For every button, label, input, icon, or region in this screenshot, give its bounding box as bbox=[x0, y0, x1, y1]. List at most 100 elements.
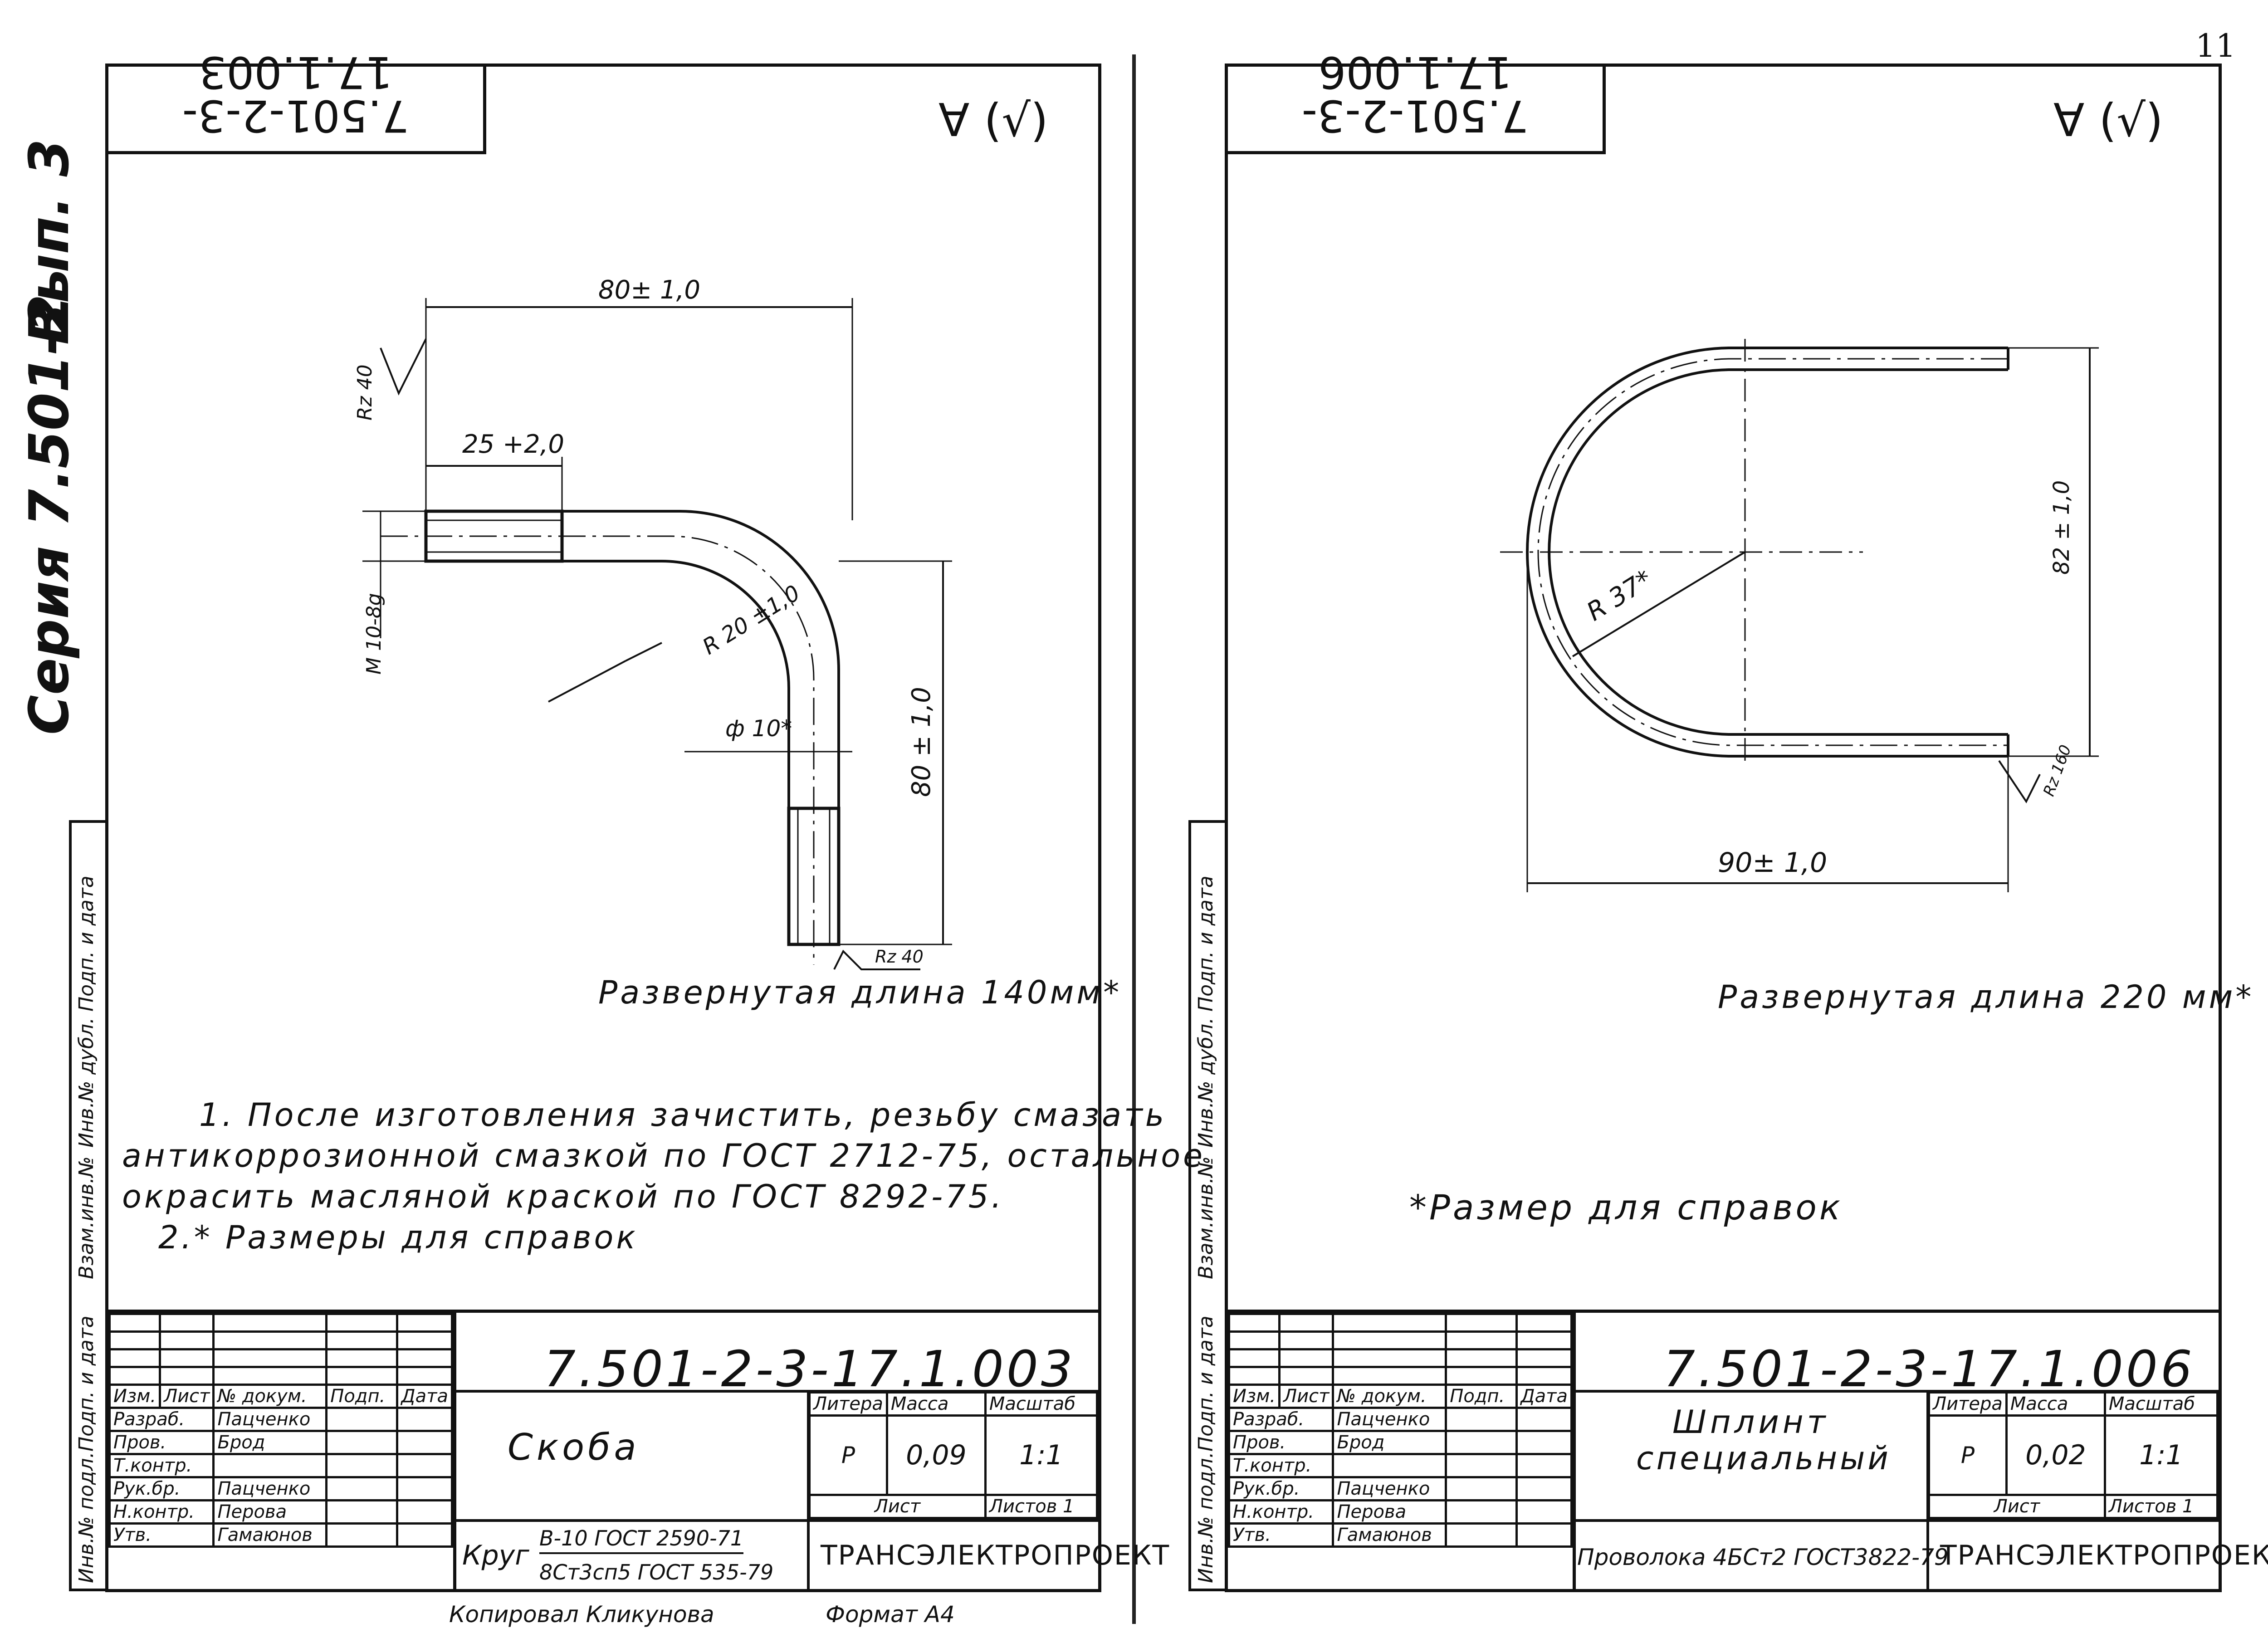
left-strip-label-2: Взам.инв.№ bbox=[75, 1156, 98, 1279]
left-tb-divider bbox=[453, 1313, 456, 1592]
page-mark: 11 bbox=[2195, 27, 2236, 64]
left-footer-format: Формат А4 bbox=[826, 1601, 955, 1628]
right-mass: 0,02 bbox=[2005, 1414, 2106, 1496]
left-material-bottom: 8Ст3сп5 ГОСТ 535-79 bbox=[539, 1560, 774, 1584]
right-title-block: Изм. Лист № докум. Подп. Дата Разраб.Пац… bbox=[1227, 1310, 2268, 1592]
left-footer-copied: Копировал Кликунова bbox=[449, 1601, 714, 1628]
left-dim-rz-bottom: Rz 40 bbox=[875, 947, 924, 967]
right-role-2: Т.контр. bbox=[1227, 1453, 1334, 1478]
right-person-5: Гамаюнов bbox=[1332, 1522, 1447, 1548]
left-person-0: Пацченко bbox=[212, 1407, 328, 1432]
left-hdr-date: Дата bbox=[396, 1384, 453, 1409]
left-margin-strip bbox=[69, 820, 108, 1591]
right-litera-label: Литера bbox=[1928, 1391, 2008, 1417]
left-roughness: ∀ (√) bbox=[938, 94, 1048, 147]
right-strip-label-3: Подп. и дата bbox=[1194, 1315, 1217, 1452]
issue-title: Вып. 3 bbox=[18, 139, 81, 345]
right-litera: Р bbox=[1928, 1414, 2008, 1496]
left-developed-length: Развернутая длина 140мм* bbox=[598, 974, 1122, 1011]
left-doc-number: 7.501-2-3-17.1.003 bbox=[544, 1340, 1075, 1398]
right-tb-hline2 bbox=[1573, 1519, 2219, 1522]
right-hdr-list: Лист bbox=[1278, 1384, 1334, 1409]
right-role-0: Разраб. bbox=[1227, 1407, 1334, 1432]
right-part-name-2: специальный bbox=[1636, 1440, 1891, 1477]
left-note-4: 2.* Размеры для справок bbox=[158, 1219, 638, 1256]
right-scale: 1:1 bbox=[2103, 1414, 2219, 1496]
left-person-1: Брод bbox=[212, 1430, 328, 1455]
left-note-1: 1. После изготовления зачистить, резьбу … bbox=[199, 1096, 1167, 1134]
right-role-5: Утв. bbox=[1227, 1522, 1334, 1548]
right-mass-table: Литера Масса Масштаб Р 0,02 1:1 Лист Лис… bbox=[1928, 1391, 2219, 1519]
left-sheets-label: Листов 1 bbox=[984, 1494, 1099, 1519]
right-person-2 bbox=[1332, 1453, 1447, 1478]
left-dim-length-side: 80 ± 1,0 bbox=[907, 687, 936, 797]
left-tb-hline2 bbox=[453, 1519, 1098, 1522]
right-tb-vline bbox=[1926, 1390, 1929, 1592]
left-strip-label-3: Подп. и дата bbox=[75, 1315, 98, 1452]
left-dim-thread-length: 25 +2,0 bbox=[462, 430, 565, 459]
left-note-3: окрасить масляной краской по ГОСТ 8292-7… bbox=[122, 1178, 1004, 1215]
right-strip-label-4: Инв.№ подл. bbox=[1194, 1452, 1217, 1583]
right-part-name-1: Шплинт bbox=[1672, 1403, 1829, 1441]
series-title: Серия 7.501-2 bbox=[18, 294, 81, 735]
left-tb-vline bbox=[807, 1390, 810, 1592]
left-litera-label: Литера bbox=[808, 1391, 888, 1417]
left-dim-thread: М 10-8g bbox=[362, 593, 386, 675]
right-hdr-izm: Изм. bbox=[1227, 1384, 1281, 1409]
left-sheet: 7.501-2-3-17.1.003 ∀ (√) bbox=[105, 47, 1202, 1592]
right-person-0: Пацченко bbox=[1332, 1407, 1447, 1432]
left-strip-label-4: Инв.№ подл. bbox=[75, 1452, 98, 1583]
left-mass: 0,09 bbox=[885, 1414, 987, 1496]
left-role-5: Утв. bbox=[108, 1522, 215, 1548]
right-mass-label: Масса bbox=[2005, 1391, 2106, 1417]
left-dim-length-top: 80± 1,0 bbox=[598, 275, 701, 305]
left-person-5: Гамаюнов bbox=[212, 1522, 328, 1548]
left-role-2: Т.контр. bbox=[108, 1453, 215, 1478]
right-developed-length: Развернутая длина 220 мм* bbox=[1718, 978, 2254, 1016]
right-tb-divider bbox=[1573, 1313, 1576, 1592]
left-strip-label-1: Инв.№ дубл. bbox=[75, 1017, 98, 1148]
left-hdr-list: Лист bbox=[159, 1384, 215, 1409]
right-sheet: 7.501-2-3-17.1.006 ∀ (√) 82 ± 1,0 bbox=[1225, 47, 2268, 1592]
left-role-1: Пров. bbox=[108, 1430, 215, 1455]
left-person-2 bbox=[212, 1453, 328, 1478]
right-dim-width: 90± 1,0 bbox=[1718, 847, 1828, 879]
left-role-4: Н.контр. bbox=[108, 1499, 215, 1525]
right-strip-label-2: Взам.инв.№ bbox=[1194, 1156, 1217, 1279]
right-scale-label: Масштаб bbox=[2103, 1391, 2219, 1417]
right-doc-number: 7.501-2-3-17.1.006 bbox=[1663, 1340, 2195, 1398]
left-litera: Р bbox=[808, 1414, 888, 1496]
left-material-top: В-10 ГОСТ 2590-71 bbox=[539, 1526, 744, 1554]
left-note-2: антикоррозионной смазкой по ГОСТ 2712-75… bbox=[122, 1137, 1206, 1174]
right-hdr-doc: № докум. bbox=[1332, 1384, 1447, 1409]
right-tb-hline bbox=[1573, 1390, 2219, 1393]
left-hdr-izm: Изм. bbox=[108, 1384, 161, 1409]
right-hdr-sign: Подп. bbox=[1445, 1384, 1518, 1409]
right-material: Проволока 4БСт2 ГОСТ3822-79 bbox=[1577, 1544, 1949, 1570]
left-scale-label: Масштаб bbox=[984, 1391, 1099, 1417]
right-person-3: Пацченко bbox=[1332, 1476, 1447, 1501]
right-dim-height: 82 ± 1,0 bbox=[2049, 480, 2074, 575]
left-dim-diameter: ф 10* bbox=[725, 715, 792, 742]
left-role-0: Разраб. bbox=[108, 1407, 215, 1432]
left-hdr-doc: № докум. bbox=[212, 1384, 328, 1409]
left-sheet-label: Лист bbox=[808, 1494, 987, 1519]
left-dim-rz-top: Rz 40 bbox=[353, 364, 376, 421]
right-role-4: Н.контр. bbox=[1227, 1499, 1334, 1525]
right-margin-strip bbox=[1188, 820, 1227, 1591]
left-role-3: Рук.бр. bbox=[108, 1476, 215, 1501]
right-roughness: ∀ (√) bbox=[2053, 94, 2163, 147]
left-part-name: Скоба bbox=[508, 1426, 640, 1468]
left-person-3: Пацченко bbox=[212, 1476, 328, 1501]
right-org: ТРАНСЭЛЕКТРОПРОЕКТ bbox=[1940, 1540, 2268, 1571]
right-strip-label-1: Инв.№ дубл. bbox=[1194, 1017, 1217, 1148]
left-signature-table: Изм. Лист № докум. Подп. Дата Разраб.Пац… bbox=[108, 1313, 453, 1548]
right-person-1: Брод bbox=[1332, 1430, 1447, 1455]
right-role-3: Рук.бр. bbox=[1227, 1476, 1334, 1501]
right-signature-table: Изм. Лист № докум. Подп. Дата Разраб.Пац… bbox=[1227, 1313, 1573, 1548]
left-tb-hline bbox=[453, 1390, 1098, 1393]
left-org: ТРАНСЭЛЕКТРОПРОЕКТ bbox=[821, 1540, 1170, 1571]
right-note: *Размер для справок bbox=[1409, 1187, 1843, 1227]
left-scale: 1:1 bbox=[984, 1414, 1099, 1496]
right-role-1: Пров. bbox=[1227, 1430, 1334, 1455]
